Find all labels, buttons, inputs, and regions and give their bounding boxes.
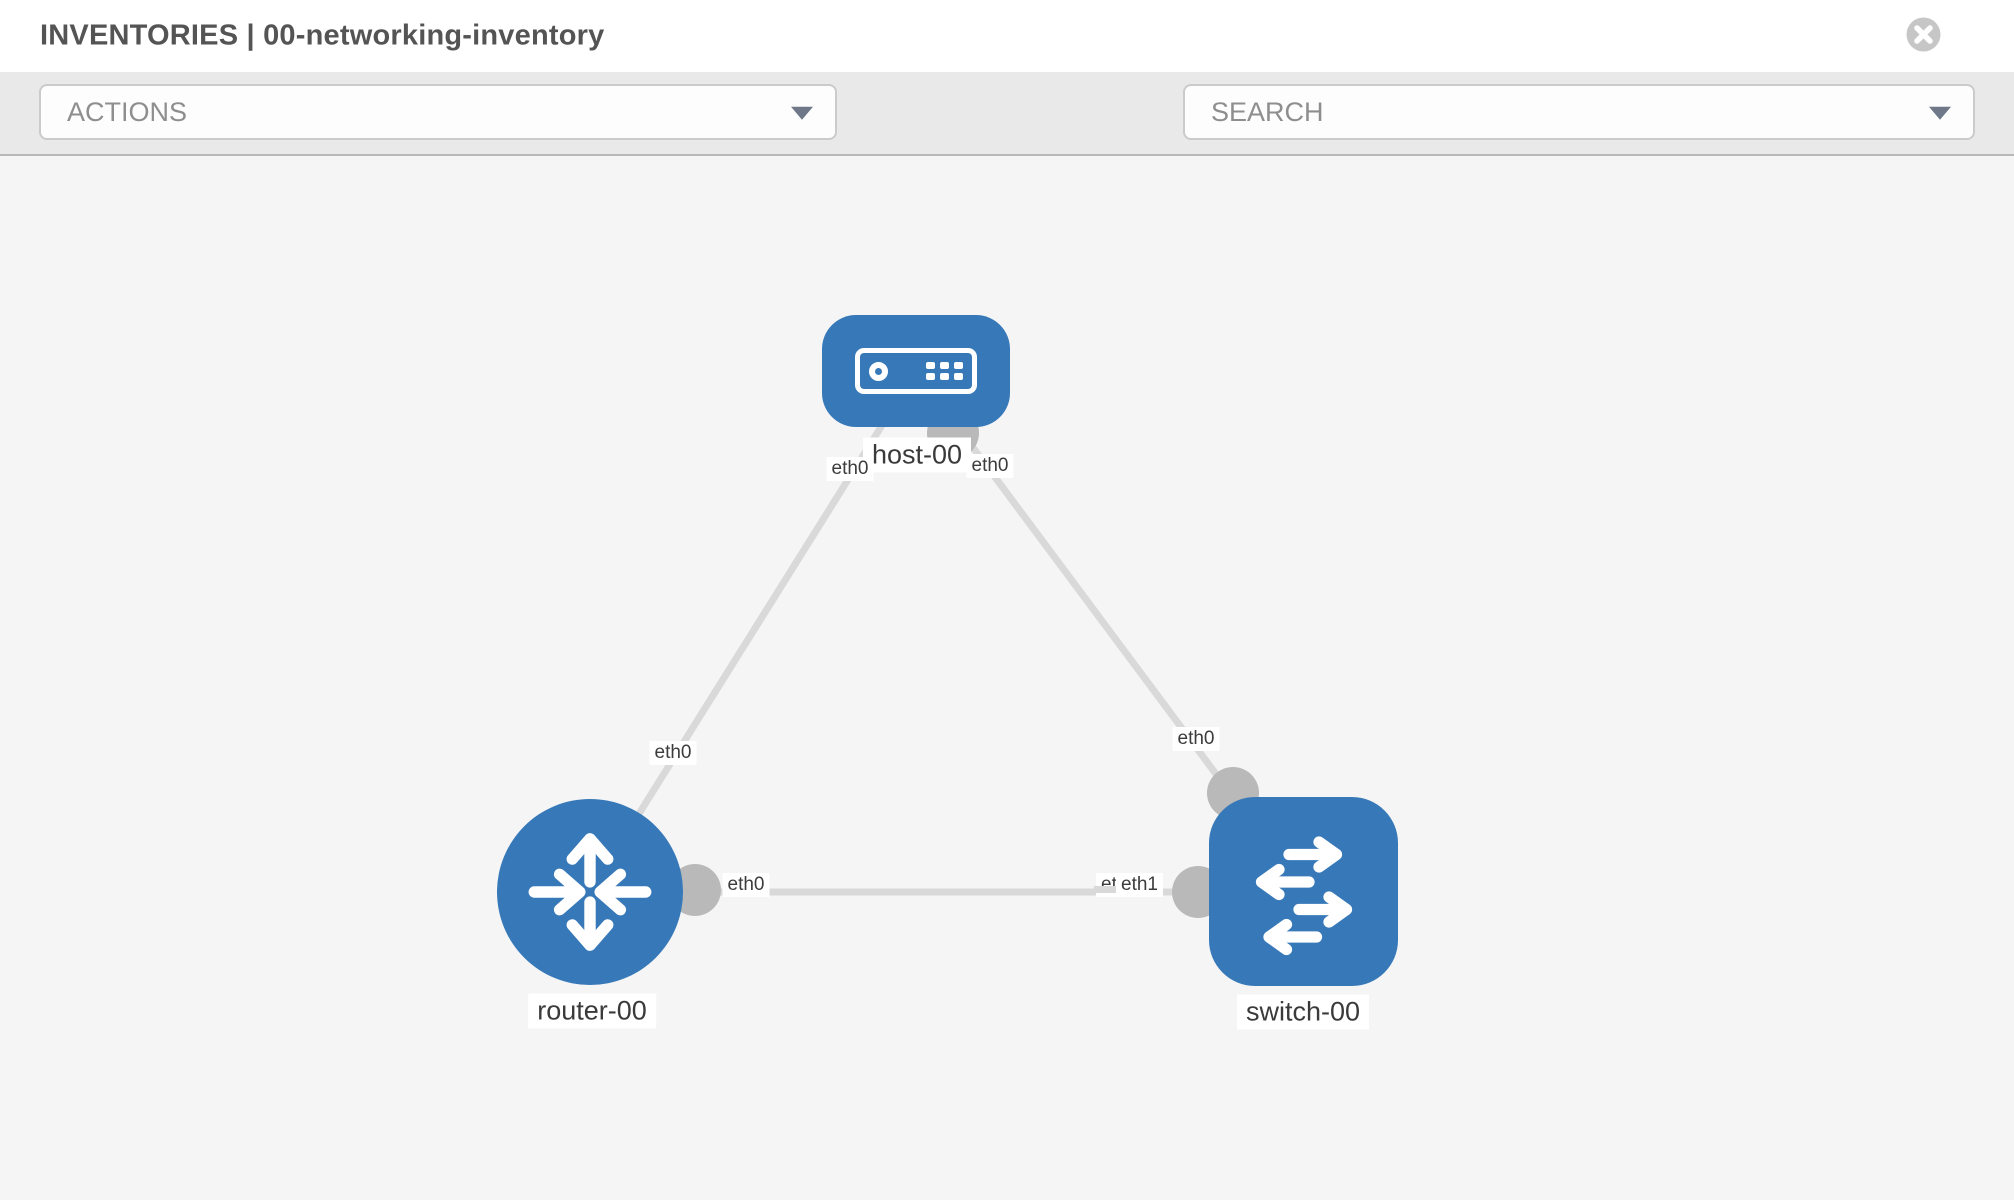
iface-label-router-to-switch: eth0: [722, 873, 770, 897]
title-bar: INVENTORIES | 00-networking-inventory: [0, 0, 2014, 72]
iface-label-router-to-host: eth0: [649, 741, 697, 765]
close-icon[interactable]: [1906, 17, 1941, 52]
node-switch-00[interactable]: [1209, 797, 1398, 986]
topology-links: [587, 368, 1306, 918]
search-dropdown[interactable]: SEARCH: [1183, 84, 1975, 140]
page-title: INVENTORIES | 00-networking-inventory: [40, 19, 605, 52]
actions-dropdown[interactable]: ACTIONS: [39, 84, 837, 140]
switch-icon: [1255, 835, 1352, 955]
node-host-00[interactable]: [822, 315, 1010, 427]
chevron-down-icon: [1929, 106, 1951, 120]
toolbar: ACTIONS SEARCH: [0, 72, 2014, 204]
node-router-00[interactable]: [497, 799, 683, 985]
server-led: [869, 361, 888, 381]
node-label-router: router-00: [528, 993, 656, 1029]
actions-dropdown-label: ACTIONS: [67, 96, 188, 127]
node-label-switch: switch-00: [1236, 994, 1370, 1030]
iface-label-host-to-switch: eth0: [966, 454, 1014, 478]
iface-label-host-to-router: eth0: [826, 457, 874, 481]
topology-canvas[interactable]: host-00 router-00 switch-00 eth0 eth0 et…: [0, 156, 2014, 1200]
server-icon: [855, 348, 977, 394]
server-ports: [926, 362, 963, 380]
router-icon: [528, 833, 652, 951]
node-label-host: host-00: [862, 437, 972, 473]
chevron-down-icon: [791, 106, 813, 120]
iface-label-switch-to-router: eth1: [1116, 873, 1163, 897]
link-endpoints: [669, 407, 1259, 918]
iface-label-switch-to-host: eth0: [1172, 727, 1220, 751]
search-placeholder: SEARCH: [1211, 96, 1324, 127]
link-segment: [1094, 886, 1122, 893]
